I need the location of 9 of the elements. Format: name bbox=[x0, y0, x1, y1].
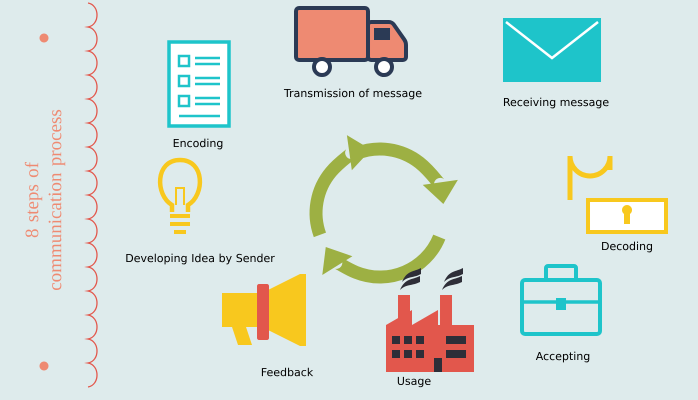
title: 8 steps of communication process bbox=[24, 110, 66, 290]
step-label: Accepting bbox=[536, 352, 590, 362]
step-label: Feedback bbox=[262, 368, 314, 376]
step-label: Encoding bbox=[174, 138, 222, 150]
step-label: Developing Idea by Sender bbox=[126, 254, 275, 264]
step-label: Decoding bbox=[602, 242, 652, 252]
step-label: Transmission of message bbox=[284, 88, 422, 100]
step-label: Receiving message bbox=[504, 98, 609, 108]
step-label: Usage bbox=[398, 376, 431, 388]
